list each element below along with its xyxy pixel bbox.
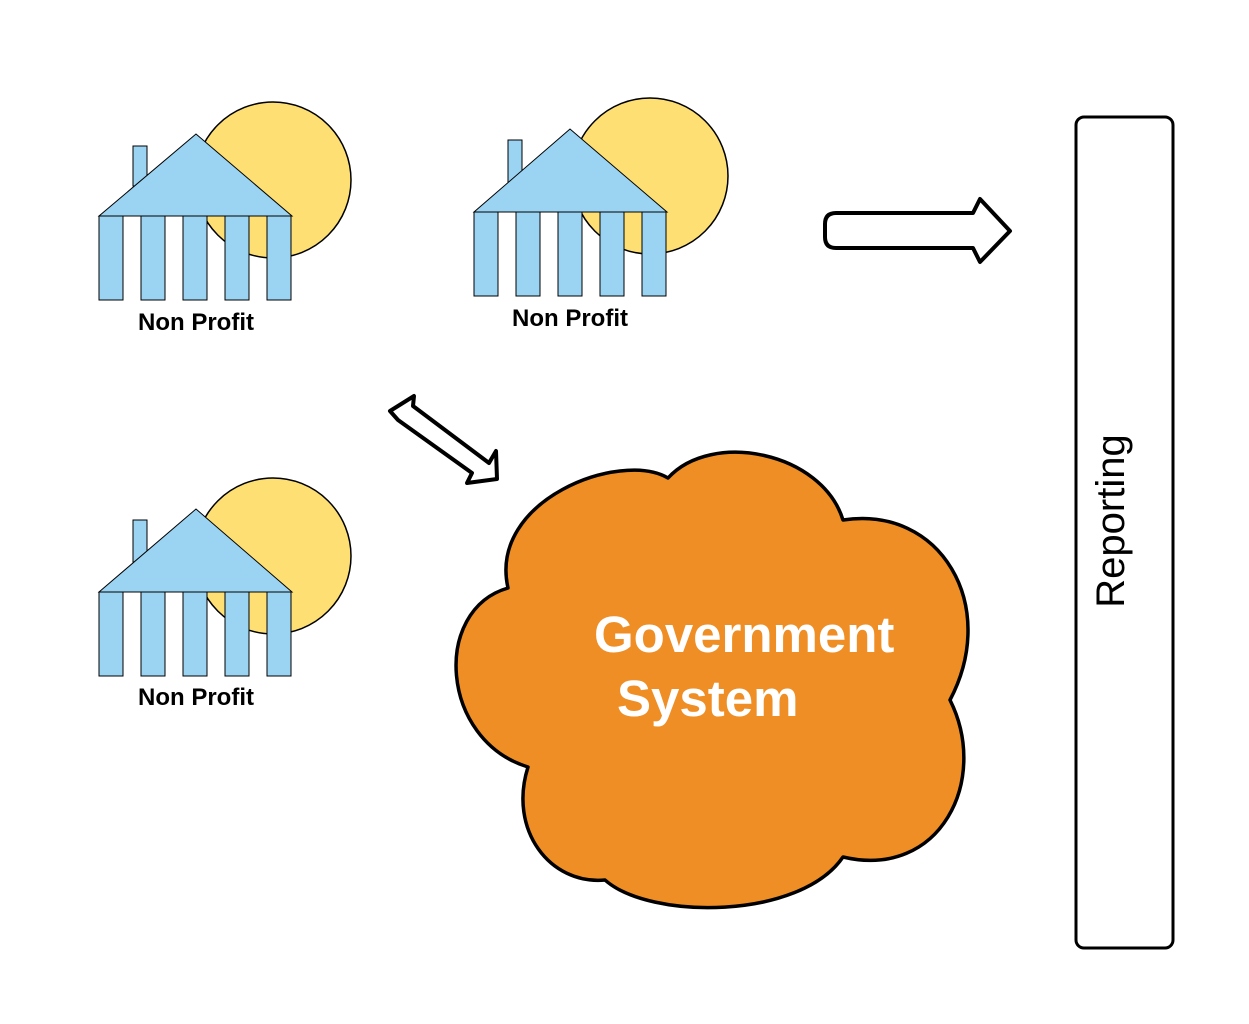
reporting-panel: Reporting: [1074, 115, 1175, 950]
bank-building-icon: [97, 508, 294, 677]
cloud-title-line1: Government: [594, 606, 894, 663]
nonprofit-label: Non Profit: [138, 684, 254, 711]
right-arrow-icon: [823, 197, 1012, 264]
nonprofit-node-1: Non Profit: [97, 101, 352, 336]
bank-building-icon: [472, 128, 669, 297]
cloud-title-line2: System: [617, 670, 798, 727]
reporting-box: [1074, 115, 1175, 950]
government-cloud: Government System: [454, 450, 970, 910]
cloud-icon: [454, 450, 970, 910]
nonprofit-node-3: Non Profit: [97, 477, 352, 711]
reporting-label: Reporting: [1089, 434, 1133, 607]
double-arrow-icon: [388, 394, 499, 485]
bank-building-icon: [97, 133, 294, 301]
nonprofit-node-2: Non Profit: [472, 97, 729, 332]
nonprofit-label: Non Profit: [512, 305, 628, 332]
nonprofit-label: Non Profit: [138, 309, 254, 336]
